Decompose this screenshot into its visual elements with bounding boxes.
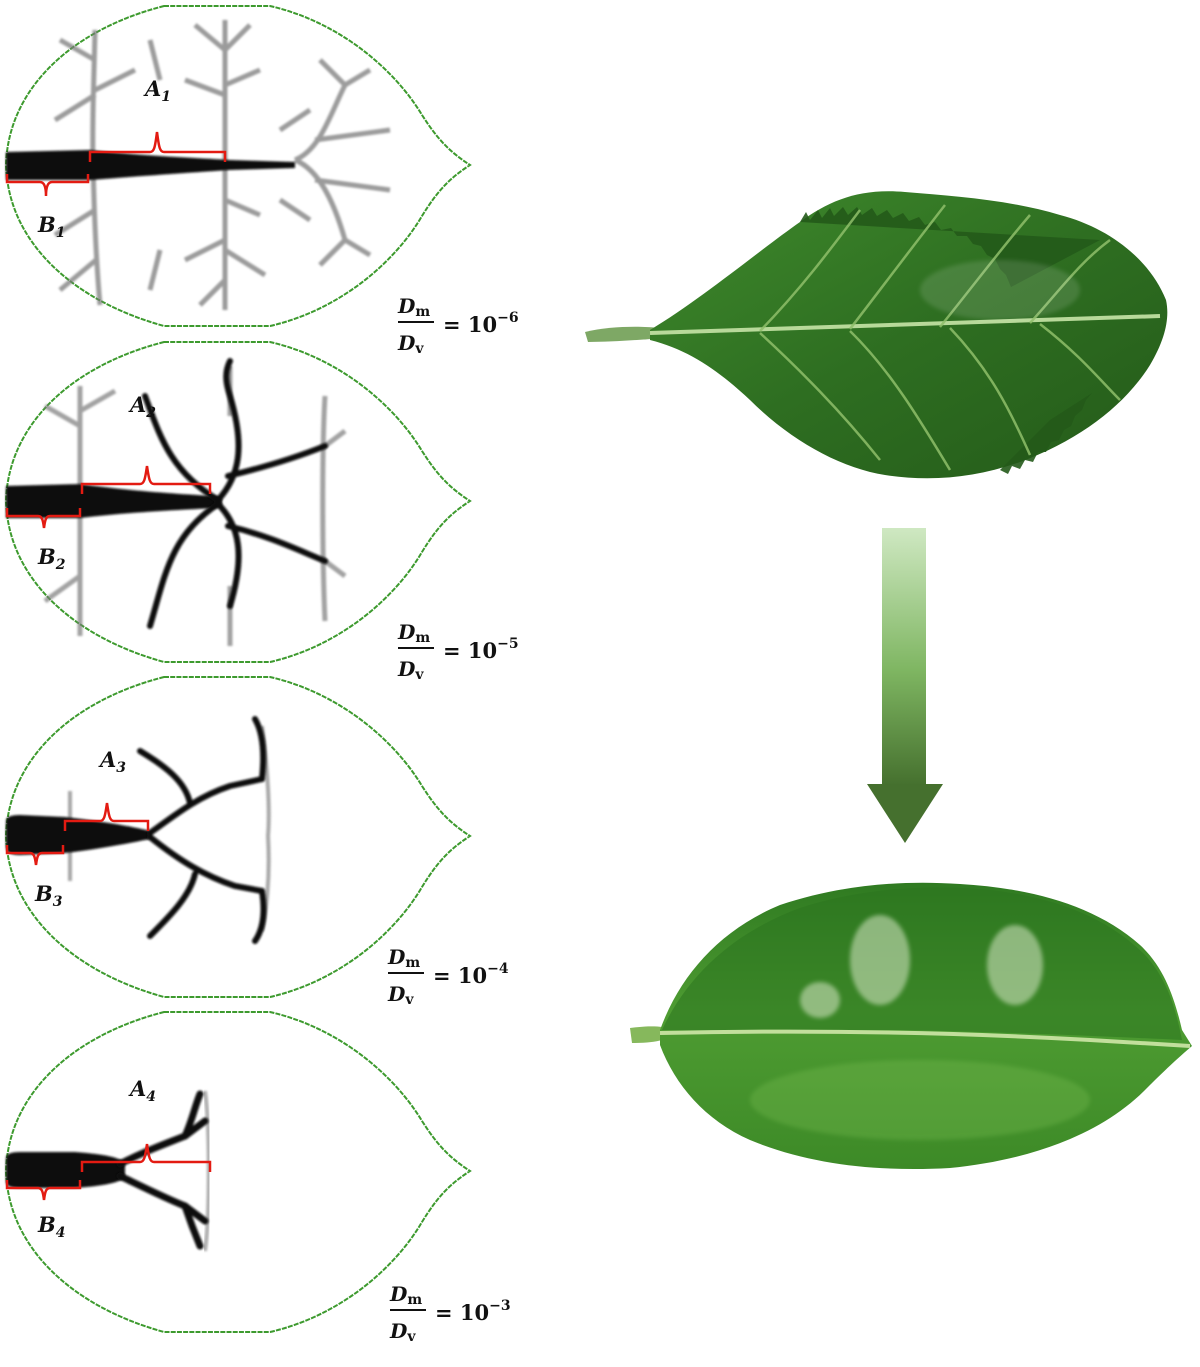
panel-2: A2 B2 Dm Dv = 10−5 <box>4 341 519 683</box>
faint-veins <box>203 1090 211 1252</box>
panel-4: A4 B4 Dm Dv = 10−3 <box>4 1011 511 1345</box>
leaf-midrib <box>659 1029 1191 1048</box>
svg-text:Dm: Dm <box>397 620 430 646</box>
label-b: B2 <box>37 544 66 573</box>
svg-text:= 10−4: = 10−4 <box>433 961 509 988</box>
bracket-a <box>80 1143 212 1172</box>
main-vein <box>6 815 150 855</box>
panel-3: A3 B3 Dm Dv = 10−4 <box>4 676 509 1008</box>
arrow-shaft <box>882 528 926 786</box>
leaf-side-veins <box>759 204 1121 471</box>
ratio-formula: Dm Dv = 10−4 <box>387 945 509 1008</box>
svg-text:Dv: Dv <box>387 982 414 1008</box>
label-a: A3 <box>98 747 126 776</box>
leaf-outline <box>4 1011 472 1333</box>
ratio-formula: Dm Dv = 10−6 <box>397 294 519 357</box>
bracket-b <box>5 1180 82 1201</box>
leaf-outline <box>4 5 472 327</box>
svg-text:Dm: Dm <box>397 294 430 320</box>
leaf-outline <box>4 341 472 663</box>
smooth-leaf-photo <box>630 882 1192 1170</box>
label-a: A1 <box>143 76 171 105</box>
bracket-a <box>80 465 212 494</box>
main-vein <box>6 484 222 518</box>
svg-text:Dm: Dm <box>387 945 420 971</box>
leaf-midrib <box>649 314 1161 335</box>
svg-text:Dm: Dm <box>389 1282 422 1308</box>
label-b: B4 <box>37 1212 66 1241</box>
branch-veins <box>137 716 267 944</box>
bracket-a <box>63 802 150 831</box>
label-a: A4 <box>128 1076 156 1105</box>
svg-text:= 10−5: = 10−5 <box>443 636 519 663</box>
panel-1: A1 B1 Dm Dv = 10−6 <box>4 5 519 357</box>
leaf-lower-sheen <box>750 1060 1090 1140</box>
bracket-a <box>88 131 227 162</box>
main-vein <box>6 1152 125 1188</box>
label-b: B3 <box>34 881 63 910</box>
bracket-b <box>5 508 82 529</box>
leaf-outline <box>4 676 472 998</box>
ratio-formula: Dm Dv = 10−5 <box>397 620 519 683</box>
main-vein <box>6 150 295 180</box>
ratio-formula: Dm Dv = 10−3 <box>389 1282 511 1345</box>
label-a: A2 <box>128 392 156 421</box>
svg-text:= 10−6: = 10−6 <box>443 310 519 337</box>
leaf-upper-shade <box>662 887 1182 1040</box>
svg-text:= 10−3: = 10−3 <box>435 1298 511 1325</box>
bracket-b <box>5 845 65 866</box>
svg-text:Dv: Dv <box>397 331 424 357</box>
svg-text:Dv: Dv <box>389 1319 416 1345</box>
branch-veins <box>142 358 328 629</box>
leaf-petiole <box>630 1026 662 1043</box>
svg-text:Dv: Dv <box>397 657 424 683</box>
branch-veins <box>116 1090 209 1250</box>
serrated-leaf-photo <box>585 191 1168 479</box>
bracket-b <box>5 174 90 197</box>
label-b: B1 <box>37 212 66 241</box>
leaf-blade <box>650 191 1168 479</box>
leaf-highlights <box>800 915 1043 1018</box>
arrow-head <box>867 784 943 843</box>
leaf-gloss <box>920 260 1080 320</box>
leaf-petiole <box>585 326 662 342</box>
down-arrow <box>867 528 943 843</box>
